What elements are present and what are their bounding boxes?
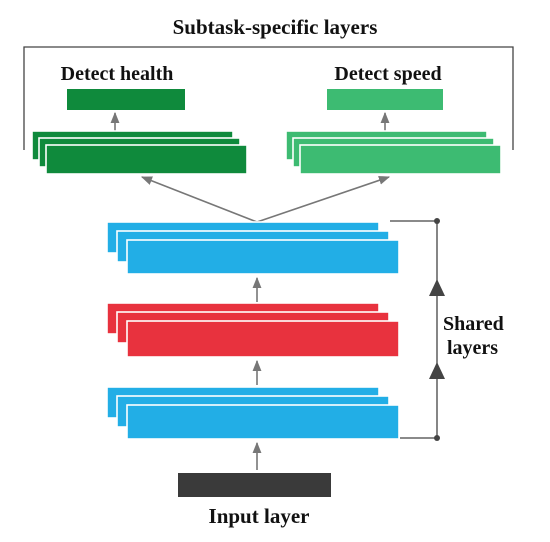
shared-top-front bbox=[126, 239, 400, 275]
shared-bracket-top-dot bbox=[434, 218, 440, 224]
shared-layer-top-stack bbox=[106, 221, 400, 275]
detect-health-output-layer bbox=[67, 89, 185, 110]
input-layer-bar bbox=[178, 473, 331, 497]
shared-to-speed-arrow bbox=[256, 176, 391, 223]
shared-layers-label-line2: layers bbox=[447, 337, 498, 359]
detect-speed-layer-stack bbox=[285, 130, 502, 175]
shared-layers-bracket bbox=[390, 218, 445, 441]
detect-health-layer-stack bbox=[31, 130, 248, 175]
detect-speed-label: Detect speed bbox=[334, 63, 441, 85]
detect-speed-output-layer bbox=[327, 89, 443, 110]
shared-layers-label-line1: Shared bbox=[443, 313, 504, 335]
subtask-layers-title: Subtask-specific layers bbox=[173, 15, 378, 39]
detect-health-label: Detect health bbox=[61, 63, 174, 85]
subtask-bracket bbox=[23, 46, 514, 150]
shared-middle-front bbox=[126, 320, 400, 358]
shared-layer-bottom-stack bbox=[106, 386, 400, 440]
speed-layer-front bbox=[299, 144, 502, 175]
shared-bottom-front bbox=[126, 404, 400, 440]
shared-bracket-lower-arrowhead bbox=[429, 362, 445, 379]
shared-bracket-bottom-dot bbox=[434, 435, 440, 441]
shared-layer-middle-stack bbox=[106, 302, 400, 358]
health-layer-front bbox=[45, 144, 248, 175]
input-layer-label: Input layer bbox=[209, 504, 310, 528]
shared-to-health-arrow bbox=[140, 176, 258, 223]
shared-bracket-upper-arrowhead bbox=[429, 279, 445, 296]
